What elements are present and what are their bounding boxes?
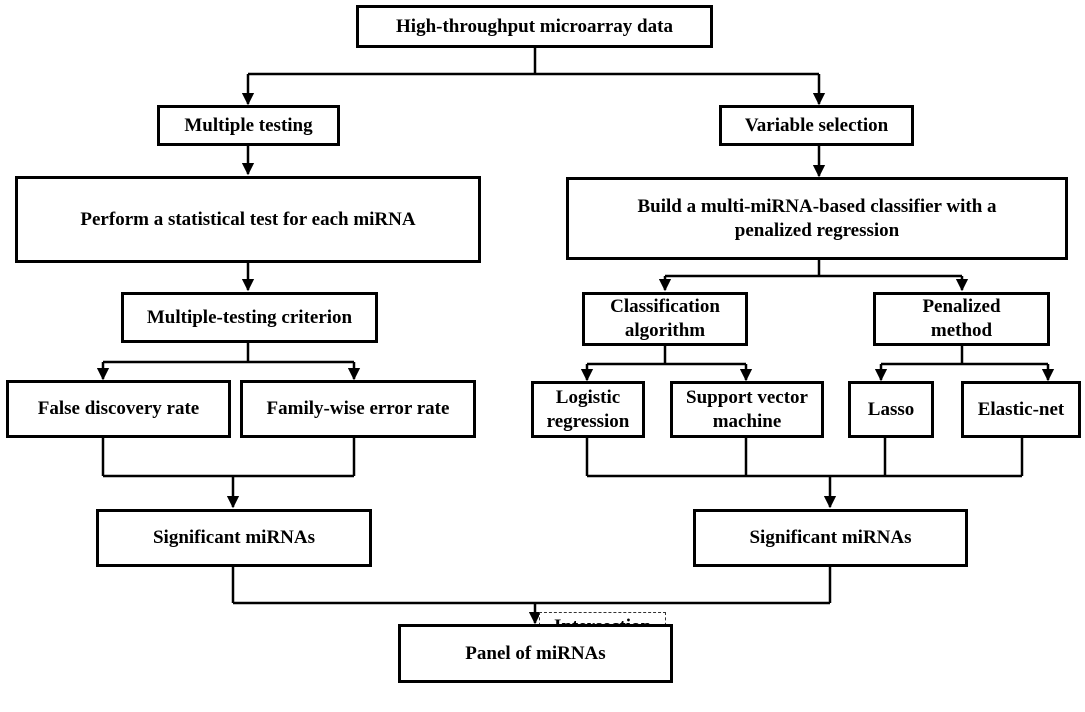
elastic-label: Elastic-net [977, 398, 1065, 420]
root-node: High-throughput microarray data [356, 5, 713, 48]
multiple-testing-node: Multiple testing [157, 105, 340, 146]
fdr-node: False discovery rate [6, 380, 231, 438]
penalized-node: Penalized method [873, 292, 1050, 346]
panel-node: Panel of miRNAs [398, 624, 673, 683]
sig-left-label: Significant miRNAs [152, 527, 316, 549]
panel-label: Panel of miRNAs [465, 642, 606, 664]
fwer-label: Family-wise error rate [266, 398, 450, 420]
class-algo-node: Classification algorithm [582, 292, 748, 346]
variable-selection-label: Variable selection [744, 114, 889, 136]
elastic-node: Elastic-net [961, 381, 1081, 438]
penalized-label-line1: Penalized [922, 296, 1001, 318]
sig-right-node: Significant miRNAs [693, 509, 968, 567]
lasso-node: Lasso [848, 381, 934, 438]
logistic-label-line2: regression [546, 410, 630, 432]
class-algo-label-line2: algorithm [624, 320, 706, 341]
classifier-node: Build a multi-miRNA-based classifier wit… [566, 177, 1068, 260]
classifier-label-line2: penalized regression [734, 219, 900, 241]
svm-label-line2: machine [712, 410, 782, 432]
penalized-label-line2: method [930, 320, 993, 341]
multiple-testing-label: Multiple testing [184, 114, 313, 136]
criterion-label: Multiple-testing criterion [146, 306, 353, 328]
svm-node: Support vector machine [670, 381, 824, 438]
sig-right-label: Significant miRNAs [749, 527, 912, 549]
fwer-node: Family-wise error rate [240, 380, 476, 438]
stat-test-node: Perform a statistical test for each miRN… [15, 176, 481, 263]
lasso-label: Lasso [867, 398, 915, 420]
criterion-node: Multiple-testing criterion [121, 292, 378, 343]
stat-test-label: Perform a statistical test for each miRN… [80, 208, 416, 230]
fdr-label: False discovery rate [37, 398, 200, 420]
logistic-label-line1: Logistic [555, 386, 621, 408]
sig-left-node: Significant miRNAs [96, 509, 372, 567]
svm-label-line1: Support vector [686, 386, 808, 408]
class-algo-label-line1: Classification [610, 296, 720, 318]
classifier-label-line1: Build a multi-miRNA-based classifier wit… [637, 195, 997, 217]
root-label: High-throughput microarray data [396, 15, 673, 37]
logistic-node: Logistic regression [531, 381, 645, 438]
variable-selection-node: Variable selection [719, 105, 914, 146]
